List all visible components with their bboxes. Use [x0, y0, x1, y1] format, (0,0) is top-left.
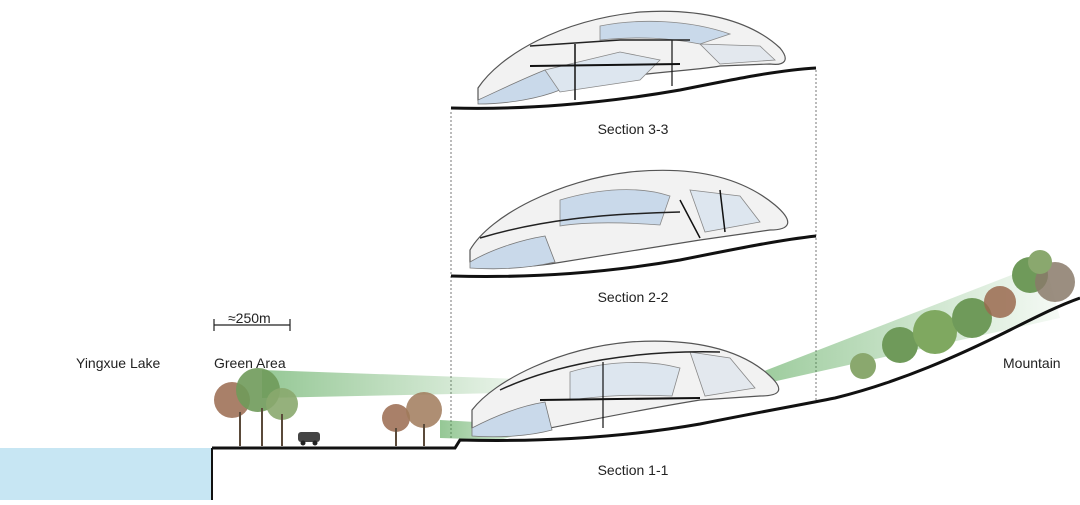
ground-line-section-2-2 [450, 234, 817, 278]
distance-dimension [213, 319, 291, 331]
label-section-2-2: Section 2-2 [597, 289, 669, 305]
building-section-1-1 [471, 340, 780, 438]
label-green-area: Green Area [214, 355, 286, 371]
label-section-1-1: Section 1-1 [597, 462, 669, 478]
mid-trees [382, 392, 442, 446]
ground-line-section-1-1 [212, 296, 1080, 450]
ground-line-section-3-3 [450, 66, 817, 110]
building-section-3-3 [477, 10, 786, 105]
sightline-to-mountain [700, 262, 1060, 398]
label-mountain: Mountain [1003, 355, 1061, 371]
building-section-2-2 [469, 169, 789, 270]
lake-water [0, 448, 212, 500]
mountain-trees [850, 250, 1075, 379]
label-distance: ≈250m [228, 310, 271, 326]
label-lake: Yingxue Lake [76, 355, 161, 371]
green-area-trees [214, 368, 298, 446]
sightline-from-green-area [262, 370, 552, 398]
car-icon [298, 432, 320, 446]
label-section-3-3: Section 3-3 [597, 121, 669, 137]
